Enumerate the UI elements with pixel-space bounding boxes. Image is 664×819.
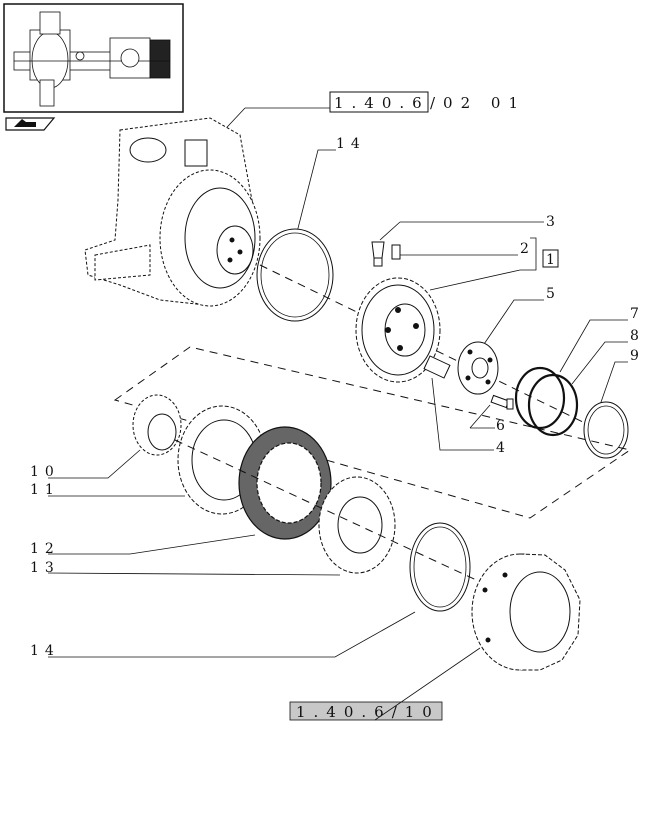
callout-12[interactable]: 12 [30,534,256,557]
callout-1[interactable]: 1 [429,237,561,291]
callout-4-label: 4 [496,440,511,456]
reference-top-code: 1.40.6 [334,94,430,112]
callout-3[interactable]: 3 [379,214,561,241]
assembly-frame [113,346,632,519]
callout-2[interactable]: 2 [398,241,535,257]
callout-7[interactable]: 7 [559,306,645,373]
callout-2-label: 2 [520,241,535,257]
reference-top-suffix: /02 01 [430,94,526,112]
axle-thumbnail[interactable] [3,3,184,113]
reference-top[interactable]: 1.40.6 /02 01 [214,91,526,141]
callout-14-bottom-label: 14 [30,643,60,659]
thrust-washer [457,341,499,395]
snap-ring-9 [583,401,629,459]
callout-11[interactable]: 11 [30,482,185,498]
callout-5-label: 5 [546,286,561,302]
callout-14-top[interactable]: 14 [294,136,366,241]
pin [391,244,401,260]
ring-gear-housing [471,553,581,671]
planet-carrier-gear [355,277,451,383]
callout-9[interactable]: 9 [599,348,645,406]
friction-disc [238,426,332,540]
reference-bottom-code: 1.40.6/10 [296,703,440,721]
callout-13-label: 13 [30,560,60,576]
grease-fitting [371,241,385,267]
callout-12-label: 12 [30,541,60,557]
sun-gear [132,394,182,456]
next-page-arrow-icon[interactable] [5,117,56,131]
callout-3-label: 3 [546,214,561,230]
callout-1-label: 1 [546,252,561,268]
callout-4[interactable]: 4 [431,377,511,456]
callout-11-label: 11 [30,482,60,498]
callout-13[interactable]: 13 [30,560,341,576]
callout-8[interactable]: 8 [571,328,645,385]
callout-9-label: 9 [630,348,645,364]
reference-bottom[interactable]: 1.40.6/10 [289,647,481,721]
callout-5[interactable]: 5 [479,286,561,351]
callout-14-top-label: 14 [336,136,366,152]
callout-7-label: 7 [630,306,645,322]
callout-8-label: 8 [630,328,645,344]
callout-6-label: 6 [496,418,511,434]
callout-10-label: 10 [30,464,60,480]
o-ring-8 [527,373,579,437]
callout-10[interactable]: 10 [30,449,141,480]
bolt [490,394,514,410]
callout-14-bottom[interactable]: 14 [30,611,416,659]
callout-6[interactable]: 6 [469,404,511,434]
snap-ring-upper [256,228,334,322]
axis-upper [259,264,621,441]
axis-lower [174,439,531,606]
snap-ring-lower [409,522,471,612]
axle-housing [84,117,261,307]
o-ring-7 [514,366,566,430]
